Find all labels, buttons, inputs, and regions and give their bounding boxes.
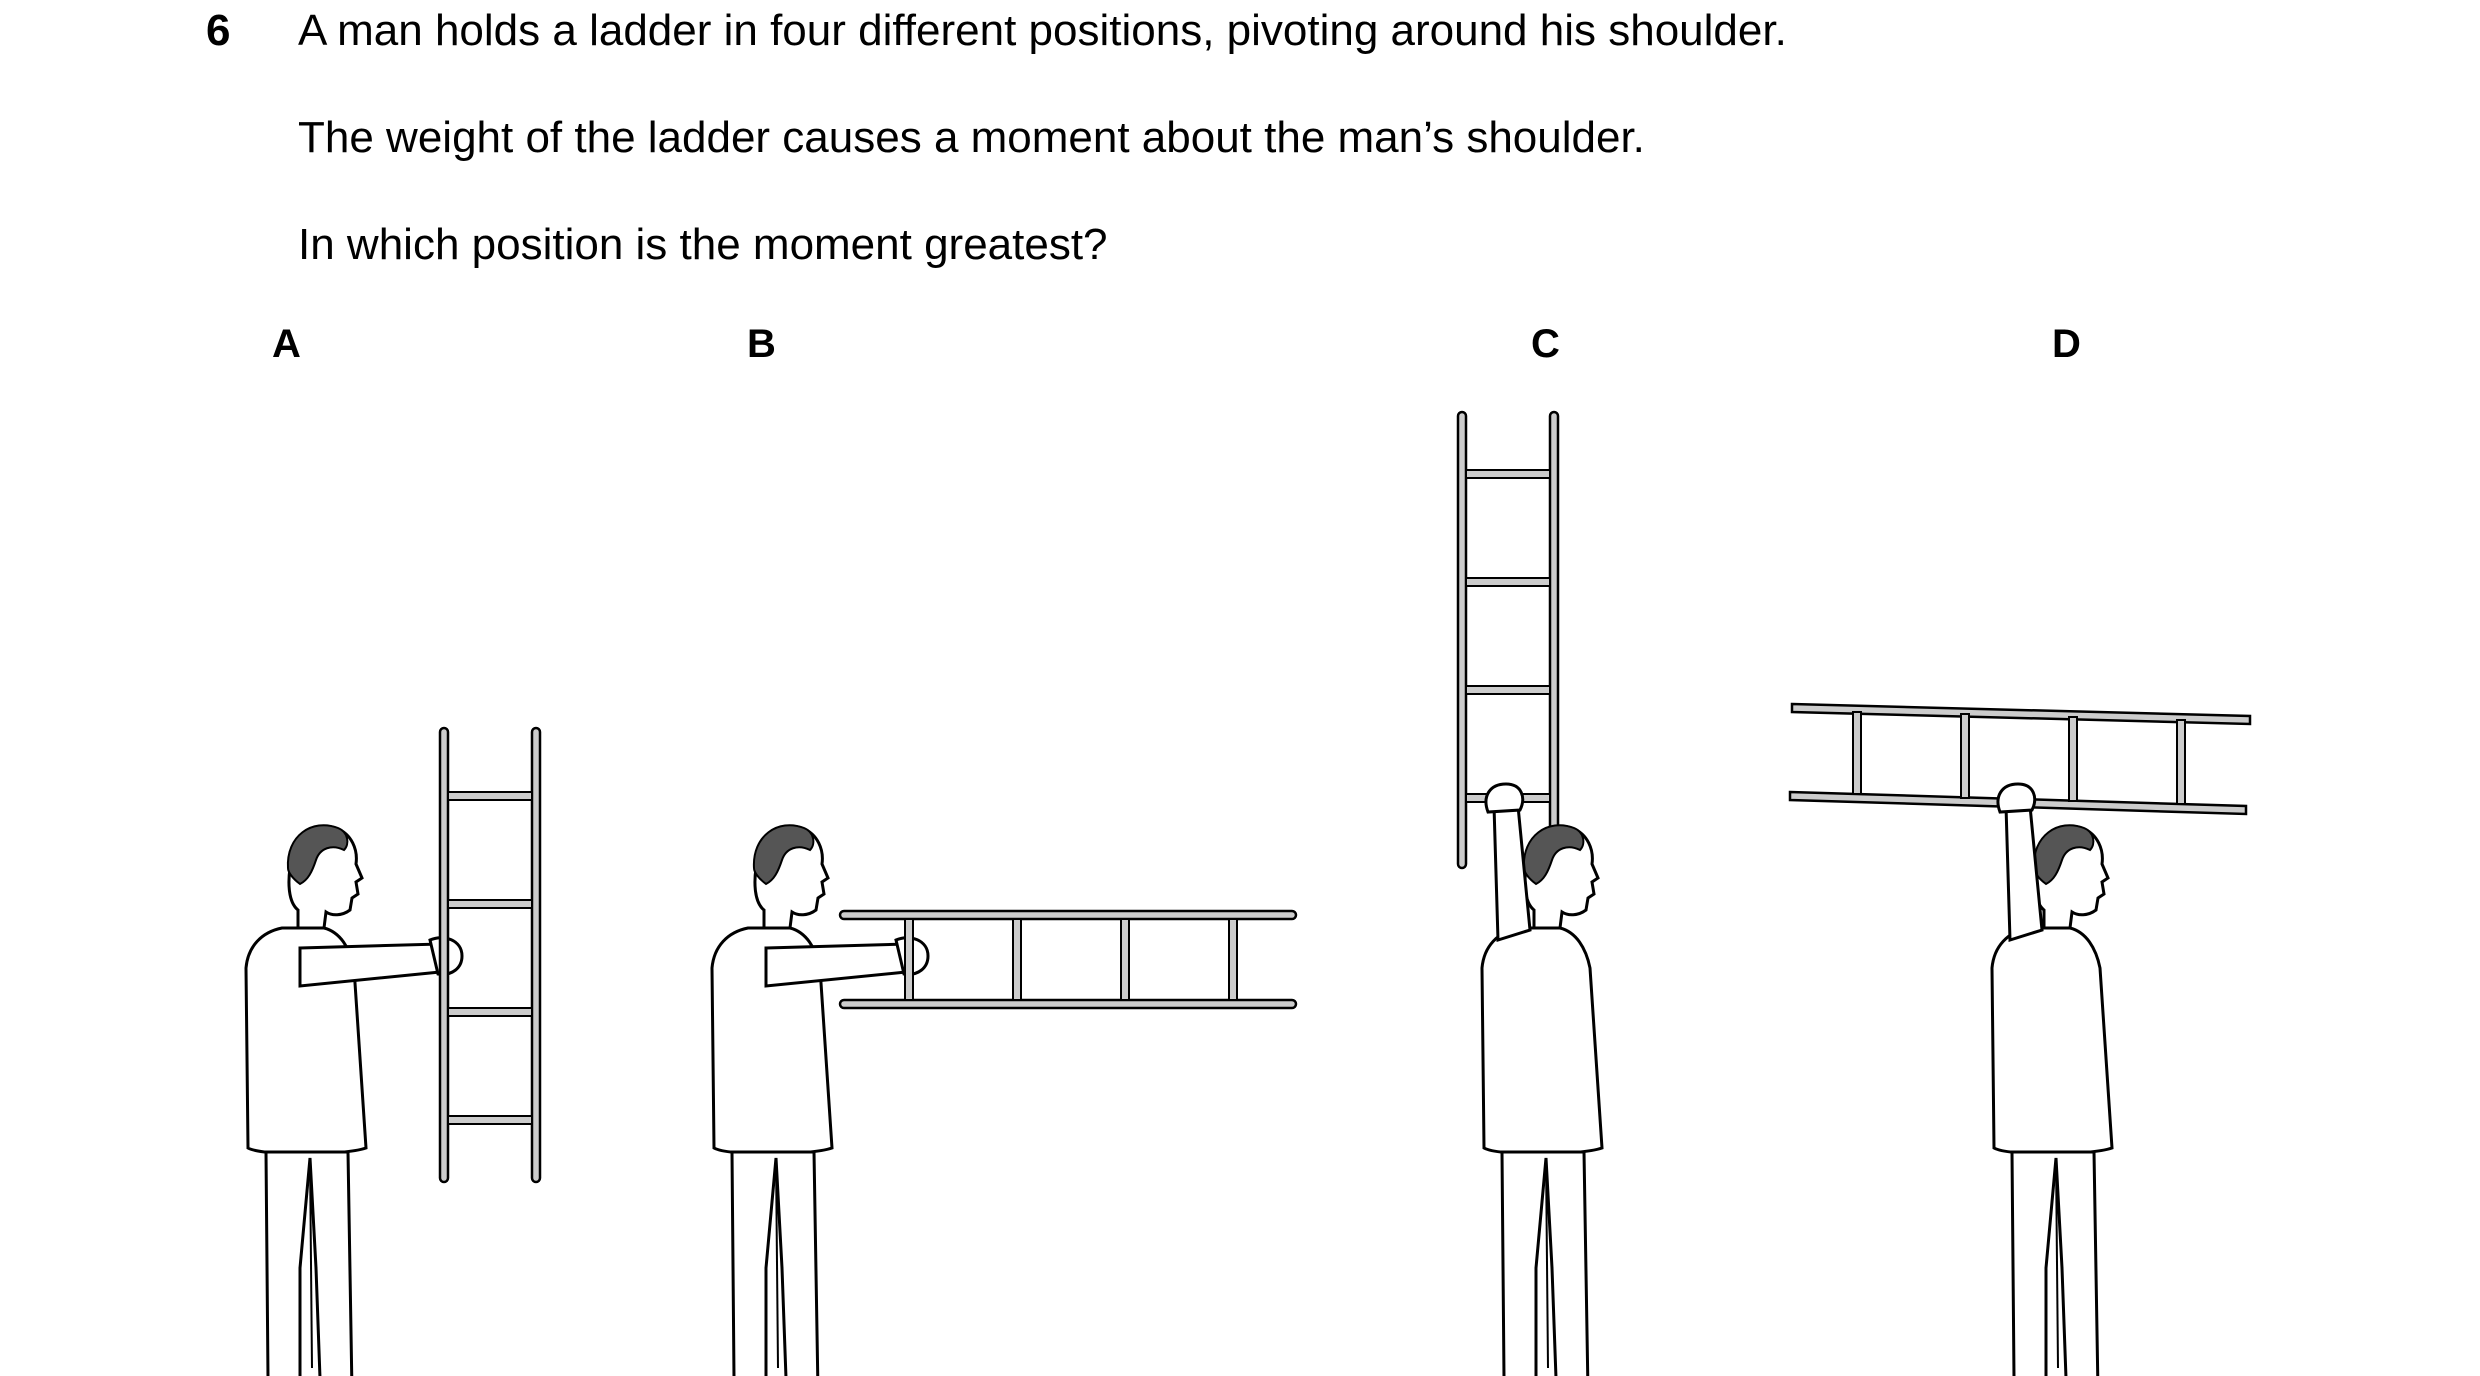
question-line-2: The weight of the ladder causes a moment… [298,113,1645,162]
figure-c [1456,410,1620,1376]
option-label-a: A [272,322,301,366]
question-line-3: In which position is the moment greatest… [298,220,1108,269]
option-label-c: C [1531,322,1560,366]
figure-d [1788,702,2252,1376]
question-line-1: A man holds a ladder in four different p… [298,6,1787,55]
figure-b [710,823,1298,1376]
figure-a [244,726,542,1376]
question-number: 6 [206,6,231,55]
option-label-d: D [2052,322,2081,366]
option-label-b: B [747,322,776,366]
